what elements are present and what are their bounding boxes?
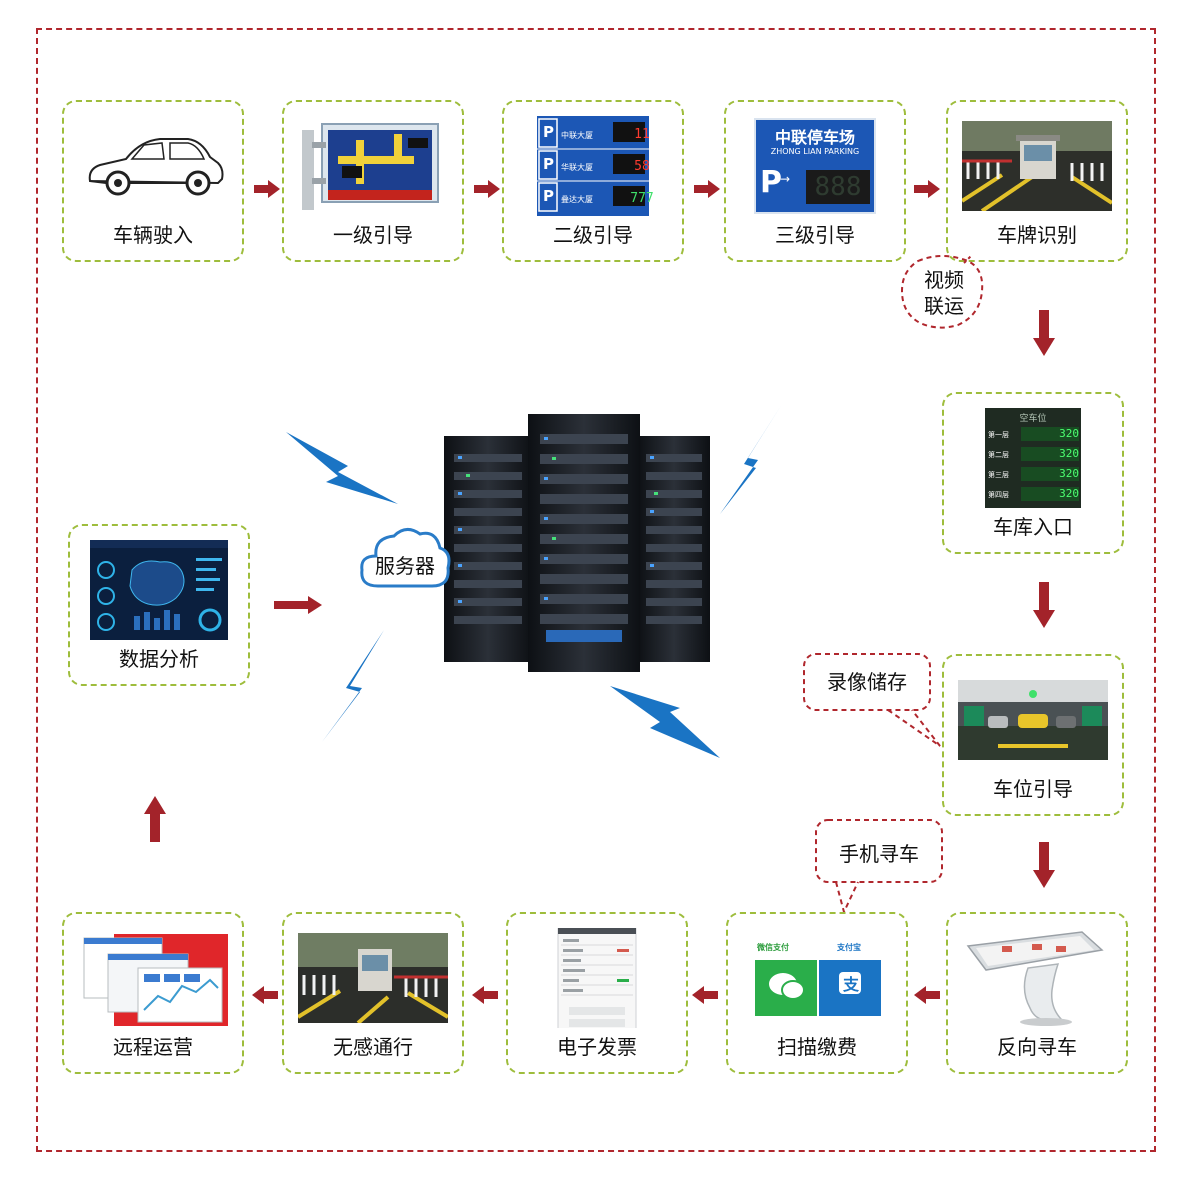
step-label: 一级引导 <box>333 223 413 247</box>
step-secondary-guide: P P P 中联大厦 华联大厦 叠达大厦 11 58 777 二级引导 <box>502 100 684 262</box>
arrow-left-icon <box>914 986 940 1004</box>
parking-lot-image <box>958 670 1108 770</box>
arrow-left-icon <box>472 986 498 1004</box>
analytics-dashboard-image <box>84 540 234 640</box>
arrow-left-icon <box>692 986 718 1004</box>
arrow-down-icon <box>1033 842 1055 888</box>
step-label: 车位引导 <box>993 777 1073 801</box>
arrow-right-icon <box>274 596 322 614</box>
lightning-bolt-icon <box>610 686 720 758</box>
sign-row-count: 58 <box>634 159 650 174</box>
step-label: 扫描缴费 <box>777 1035 857 1059</box>
step-label: 远程运营 <box>113 1035 193 1059</box>
sign-row-count: 777 <box>630 191 654 206</box>
server-rack-image <box>444 414 710 672</box>
step-plate-recognition: 车牌识别 <box>946 100 1128 262</box>
step-data-analysis: 数据分析 <box>68 524 250 686</box>
sign-row-name: 叠达大厦 <box>561 195 593 204</box>
lightning-bolt-icon <box>322 630 384 742</box>
svg-text:P: P <box>543 155 554 173</box>
parking-sign-title: 中联停车场 <box>774 128 855 147</box>
step-seamless-pass: 无感通行 <box>282 912 464 1074</box>
arrow-right-icon <box>254 180 280 198</box>
alipay-label: 支付宝 <box>837 943 861 952</box>
lightning-bolt-icon <box>720 404 782 514</box>
wechat-pay-icon <box>755 960 817 1016</box>
parking-sign-count: 888 <box>806 170 870 204</box>
arrow-up-icon <box>144 796 166 842</box>
alipay-icon: 支 <box>819 960 881 1016</box>
parking-p-icon: P <box>760 165 782 200</box>
step-e-invoice: 电子发票 <box>506 912 688 1074</box>
payment-image: 微信支付 支付宝 支 <box>742 928 892 1028</box>
svg-text:支: 支 <box>842 975 860 994</box>
arrow-left-icon <box>252 986 278 1004</box>
cloud-icon <box>360 528 451 588</box>
step-scan-pay: 微信支付 支付宝 支 扫描缴费 <box>726 912 908 1074</box>
step-label: 电子发票 <box>557 1035 637 1059</box>
guide-board-image <box>298 116 448 216</box>
step-reverse-search: 反向寻车 <box>946 912 1128 1074</box>
step-garage-entrance: 空车位 第一层 第二层 第三层 第四层 320 320 320 320 车库入口 <box>942 392 1124 554</box>
phone-invoice-image <box>522 928 672 1028</box>
step-label: 无感通行 <box>333 1035 413 1059</box>
guide-sign-image: P P P 中联大厦 华联大厦 叠达大厦 11 58 777 <box>518 116 668 216</box>
video-callout-text: 视频 联运 <box>924 268 964 318</box>
kiosk-image <box>962 928 1112 1028</box>
gate-exit-image <box>298 928 448 1028</box>
record-callout-bubble <box>803 653 941 747</box>
arrow-right-icon <box>474 180 500 198</box>
space-display-image: 空车位 第一层 第二层 第三层 第四层 320 320 320 320 <box>958 408 1108 508</box>
video-callout-bubble <box>900 255 984 329</box>
step-label: 二级引导 <box>553 223 633 247</box>
phone-callout-text: 手机寻车 <box>839 842 919 866</box>
step-remote-ops: 远程运营 <box>62 912 244 1074</box>
step-tertiary-guide: 中联停车场 ZHONG LIAN PARKING P → 888 三级引导 <box>724 100 906 262</box>
arrow-right-icon: → <box>780 172 791 186</box>
step-label: 反向寻车 <box>997 1035 1077 1059</box>
lightning-bolt-icon <box>286 432 398 504</box>
parking-sign-image: 中联停车场 ZHONG LIAN PARKING P → 888 <box>740 116 890 216</box>
parking-sign-subtitle: ZHONG LIAN PARKING <box>770 147 860 156</box>
gate-booth-image <box>962 116 1112 216</box>
step-primary-guide: 一级引导 <box>282 100 464 262</box>
step-label: 车库入口 <box>993 515 1073 539</box>
dashboard-screens-image <box>78 928 228 1028</box>
arrow-right-icon <box>914 180 940 198</box>
step-space-guide: 车位引导 <box>942 654 1124 816</box>
step-label: 车牌识别 <box>997 223 1077 247</box>
arrow-right-icon <box>694 180 720 198</box>
outer-frame <box>36 28 1156 1152</box>
arrow-down-icon <box>1033 310 1055 356</box>
sign-row-count: 11 <box>634 127 650 142</box>
record-callout-text: 录像储存 <box>827 670 907 694</box>
arrow-down-icon <box>1033 582 1055 628</box>
space-display-title: 空车位 <box>1019 414 1047 424</box>
sign-row-name: 华联大厦 <box>561 163 593 172</box>
car-icon <box>78 116 228 216</box>
wechat-pay-label: 微信支付 <box>757 943 789 952</box>
server-label: 服务器 <box>375 554 435 578</box>
step-vehicle-entry: 车辆驶入 <box>62 100 244 262</box>
step-label: 三级引导 <box>775 223 855 247</box>
sign-row-name: 中联大厦 <box>561 131 593 140</box>
step-label: 车辆驶入 <box>113 223 193 247</box>
step-label: 数据分析 <box>119 647 199 671</box>
svg-text:P: P <box>543 123 554 141</box>
svg-text:P: P <box>543 187 554 205</box>
